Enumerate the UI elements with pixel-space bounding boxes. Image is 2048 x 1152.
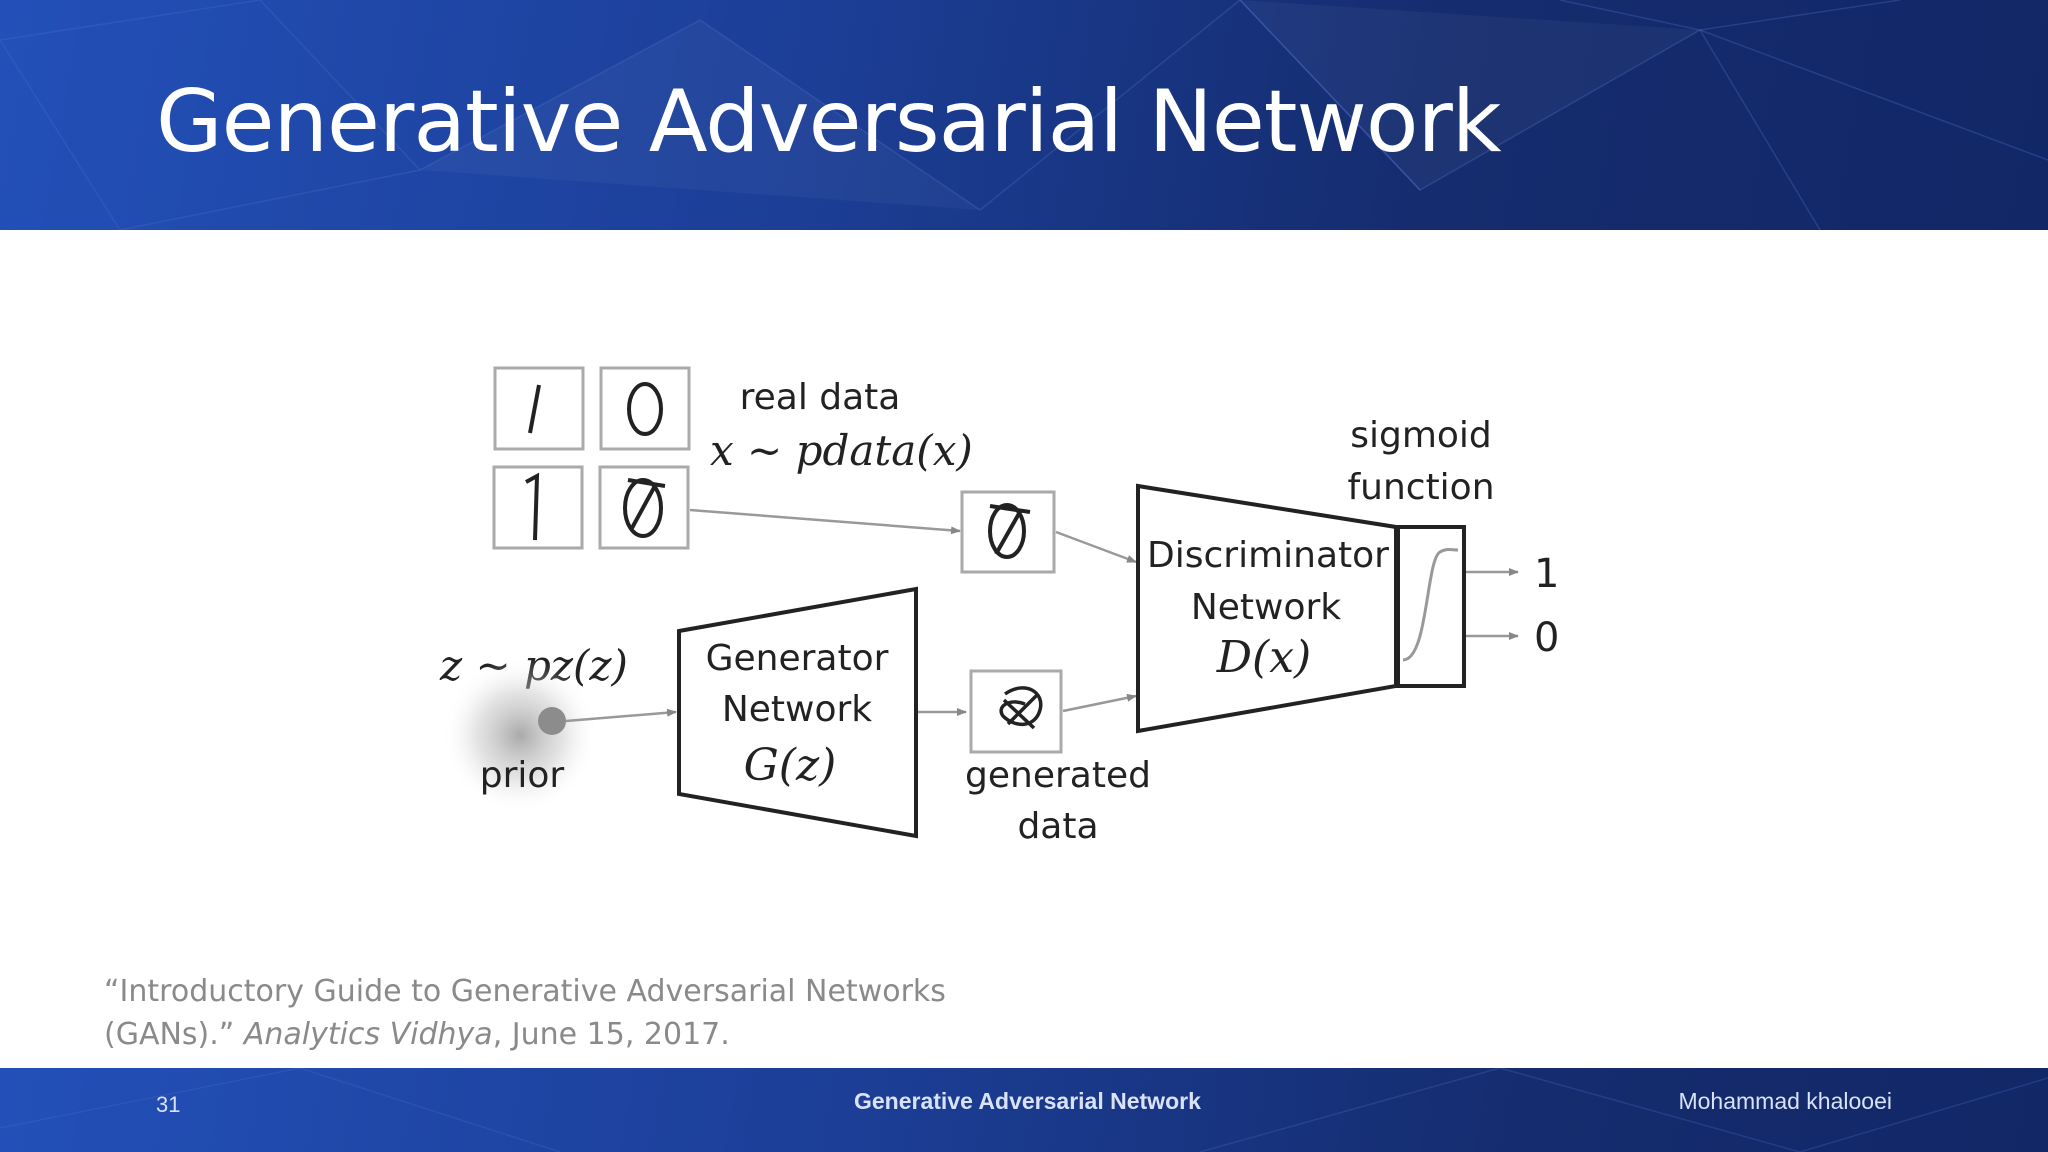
footer-author: Mohammad khalooei (1678, 1088, 1892, 1114)
slide-footer: 31 Generative Adversarial Network Mohamm… (0, 1068, 2048, 1152)
digit-sample-1 (493, 366, 585, 451)
prior-label: prior (480, 755, 565, 796)
header-polygon-pattern (0, 0, 2048, 230)
generator-formula: G(z) (744, 740, 837, 791)
digit-sample-0 (599, 366, 691, 451)
sigmoid-label-line2: function (1347, 467, 1494, 508)
generator-label-line1: Generator (706, 638, 889, 679)
citation: “Introductory Guide to Generative Advers… (104, 970, 1004, 1056)
generated-label-line1: generated (965, 755, 1151, 796)
discriminator-label-line2: Network (1191, 587, 1341, 628)
generator-network (677, 586, 918, 839)
page-number: 31 (156, 1092, 181, 1117)
generator-label-line2: Network (722, 689, 872, 730)
output-1-label: 1 (1534, 551, 1559, 597)
real-to-discriminator-arrow (1055, 530, 1137, 564)
sigmoid-label-line1: sigmoid (1350, 415, 1492, 456)
output-0-label: 0 (1534, 615, 1559, 661)
prior-node (538, 707, 566, 735)
sigmoid-curve (1402, 548, 1459, 662)
slide-header: Generative Adversarial Network (0, 0, 2048, 230)
real-data-formula: x ~ pdata(x) (710, 426, 973, 475)
real-data-label: real data (740, 377, 901, 418)
citation-source: Analytics Vidhya (243, 1017, 493, 1052)
footer-polygon-pattern (0, 1068, 2048, 1152)
generated-label-line2: data (1017, 806, 1098, 847)
discriminator-formula: D(x) (1216, 632, 1311, 683)
discriminator-label-line1: Discriminator (1147, 535, 1389, 576)
prior-to-generator-arrow (565, 708, 677, 723)
footer-title: Generative Adversarial Network (854, 1088, 1201, 1114)
real-sample-arrow (689, 508, 961, 535)
citation-date: , June 15, 2017. (492, 1017, 730, 1052)
generated-to-discriminator-arrow (1062, 693, 1137, 713)
real-data-samples (492, 366, 691, 550)
prior-shadow (442, 657, 598, 813)
slide-title: Generative Adversarial Network (156, 72, 1502, 172)
citation-text: “Introductory Guide to Generative Advers… (104, 974, 946, 1052)
